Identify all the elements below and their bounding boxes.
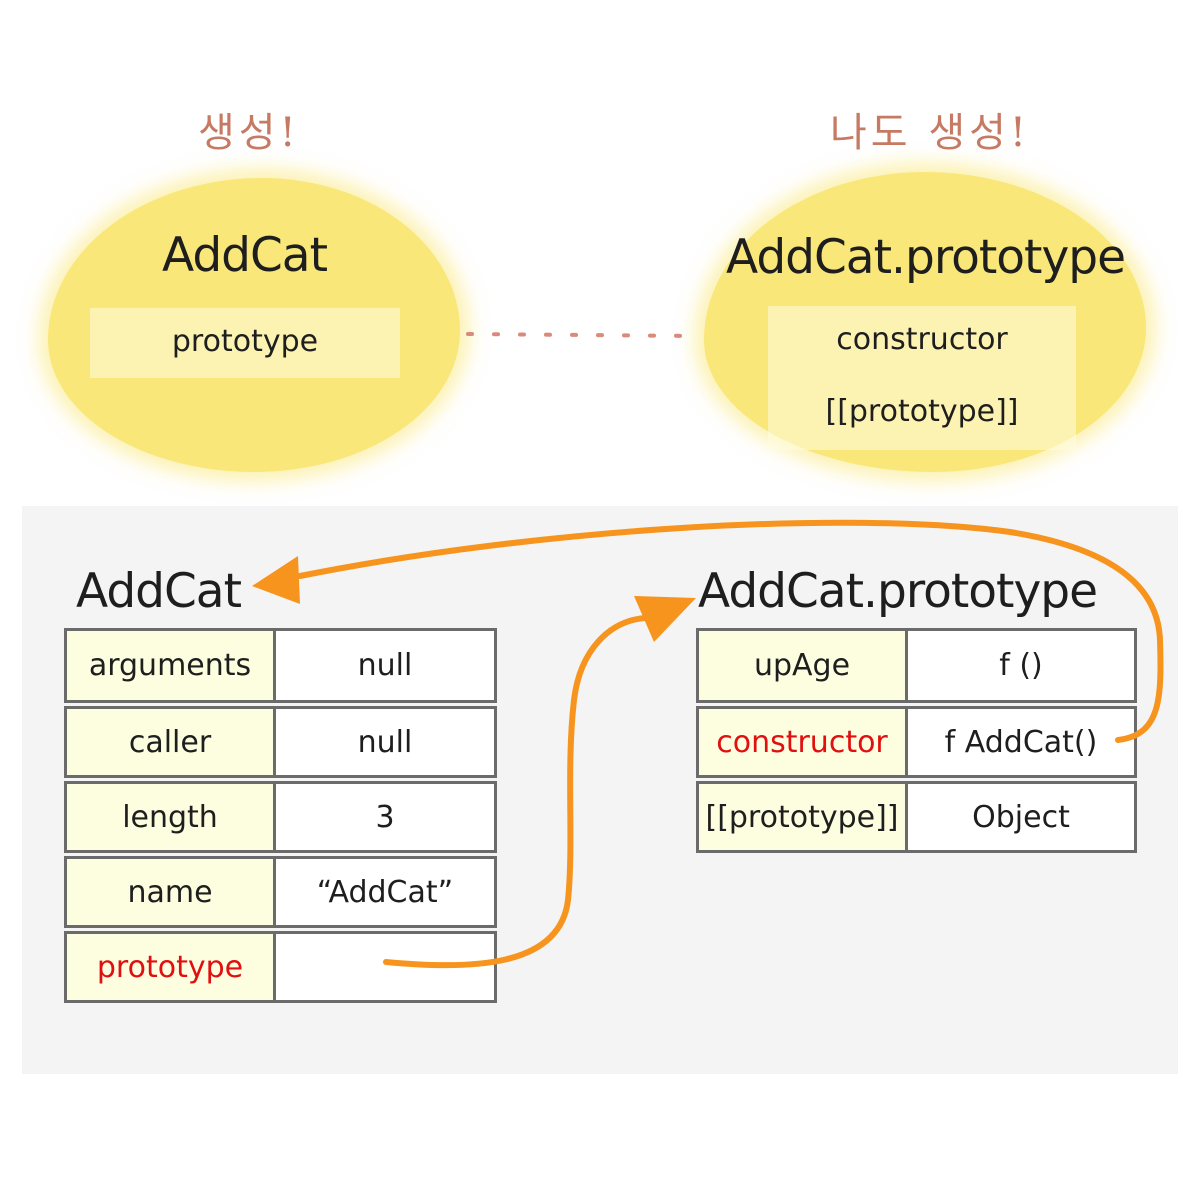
- table-row: name “AddCat”: [64, 856, 497, 928]
- property-value: Object: [908, 781, 1137, 853]
- addcat-prototype-table-title: AddCat.prototype: [698, 564, 1098, 619]
- property-key: caller: [64, 706, 276, 778]
- addcat-property-table: arguments null caller null length 3 name…: [64, 625, 497, 1006]
- table-row: upAge f (): [696, 628, 1137, 703]
- property-value: f (): [908, 628, 1137, 703]
- property-value: “AddCat”: [276, 856, 497, 928]
- addcat-prototype-blob-internal-prototype-label: [[prototype]]: [825, 394, 1019, 429]
- addcat-prototype-blob-title: AddCat.prototype: [726, 230, 1126, 285]
- property-value: null: [276, 628, 497, 703]
- property-key: upAge: [696, 628, 908, 703]
- addcat-prototype-blob-box: constructor [[prototype]]: [768, 306, 1076, 450]
- table-row: arguments null: [64, 628, 497, 703]
- table-row: prototype: [64, 931, 497, 1003]
- addcat-blob-box: prototype: [90, 308, 400, 378]
- property-value: [276, 931, 497, 1003]
- property-key-highlighted: constructor: [696, 706, 908, 778]
- addcat-table-title: AddCat: [76, 564, 242, 619]
- addcat-blob-title: AddCat: [162, 228, 328, 283]
- addcat-blob-prototype-label: prototype: [171, 324, 319, 359]
- table-row: caller null: [64, 706, 497, 778]
- addcat-prototype-blob: AddCat.prototype constructor [[prototype…: [704, 172, 1146, 472]
- addcat-prototype-property-table: upAge f () constructor f AddCat() [[prot…: [696, 625, 1137, 856]
- property-key: name: [64, 856, 276, 928]
- property-key: arguments: [64, 628, 276, 703]
- table-row: [[prototype]] Object: [696, 781, 1137, 853]
- table-row: length 3: [64, 781, 497, 853]
- addcat-blob: AddCat prototype: [48, 178, 460, 472]
- created-note: 생성!: [198, 110, 300, 156]
- property-value: 3: [276, 781, 497, 853]
- blob-link-dotted-line: [466, 332, 702, 338]
- table-row: constructor f AddCat(): [696, 706, 1137, 778]
- property-value: f AddCat(): [908, 706, 1137, 778]
- property-value: null: [276, 706, 497, 778]
- addcat-prototype-blob-constructor-label: constructor: [836, 322, 1008, 357]
- also-created-note: 나도 생성!: [830, 110, 1030, 156]
- property-key: length: [64, 781, 276, 853]
- property-key: [[prototype]]: [696, 781, 908, 853]
- property-key-highlighted: prototype: [64, 931, 276, 1003]
